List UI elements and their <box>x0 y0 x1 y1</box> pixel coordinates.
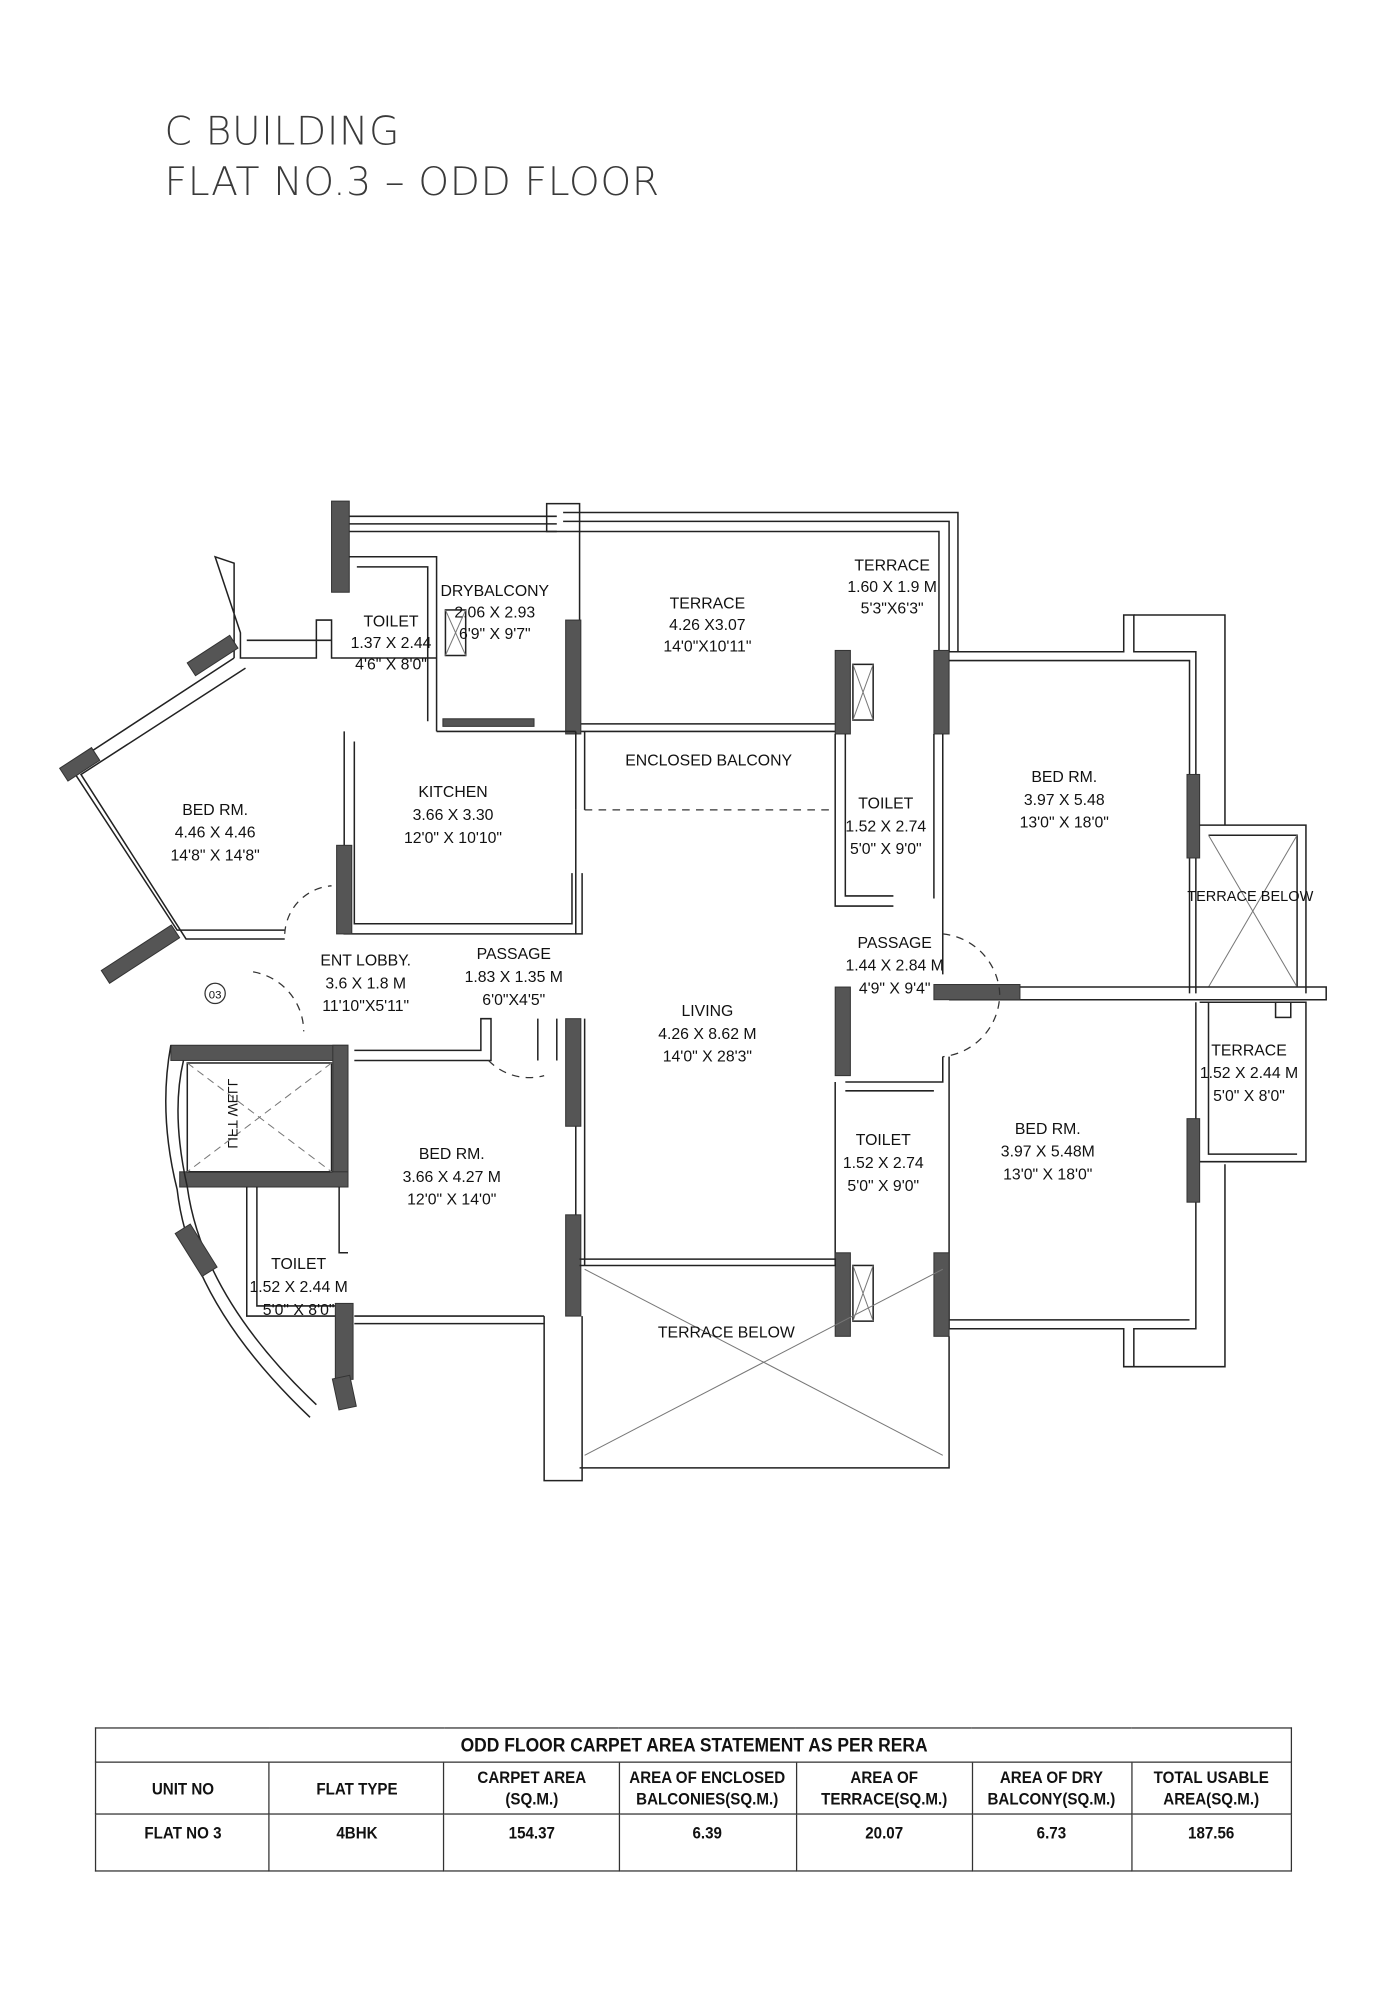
room-dims-metric: 4.26 X3.07 <box>669 617 745 634</box>
total-usable-area-cell: 187.56 <box>1137 1813 1286 1872</box>
room-dims-metric: 1.60 X 1.9 M <box>847 579 937 596</box>
room-dims-imperial: 13'0" X 18'0" <box>1003 1166 1092 1183</box>
area-statement-table: ODD FLOOR CARPET AREA STATEMENT AS PER R… <box>95 1727 1292 1872</box>
lift-well-label: LIFT WELL <box>225 1078 241 1148</box>
room-dims-metric: 3.6 X 1.8 M <box>325 975 406 992</box>
room-name: PASSAGE <box>858 935 932 952</box>
room-dims-imperial: 5'0" X 9'0" <box>847 1178 919 1195</box>
room-dims-imperial: 5'0" X 8'0" <box>1213 1088 1285 1105</box>
carpet-area-cell: 154.37 <box>450 1813 613 1872</box>
room-name: BED RM. <box>419 1146 485 1163</box>
table-title: ODD FLOOR CARPET AREA STATEMENT AS PER R… <box>142 1727 1245 1763</box>
room-dims-metric: 3.66 X 3.30 <box>413 807 494 824</box>
room-dims-metric: 3.66 X 4.27 M <box>403 1169 501 1186</box>
room-dims-imperial: 14'0" X 28'3" <box>663 1049 752 1066</box>
room-name: ENCLOSED BALCONY <box>625 753 792 770</box>
floor-plan: DRYBALCONY 2.06 X 2.93 6'9" X 9'7" TOILE… <box>58 500 1327 1482</box>
room-dims-metric: 1.52 X 2.44 M <box>249 1279 347 1296</box>
room-name: TOILET <box>364 613 419 630</box>
room-name: TERRACE <box>854 558 929 575</box>
room-dims-imperial: 14'8" X 14'8" <box>170 848 259 865</box>
room-labels: DRYBALCONY 2.06 X 2.93 6'9" X 9'7" TOILE… <box>170 558 1313 1342</box>
room-dims-metric: 4.46 X 4.46 <box>175 825 256 842</box>
unit-marker: 03 <box>209 989 222 1001</box>
room-name: BED RM. <box>1031 769 1097 786</box>
building-title: C BUILDING <box>164 108 401 155</box>
room-dims-imperial: 6'9" X 9'7" <box>459 626 531 643</box>
room-name: TOILET <box>271 1256 326 1273</box>
room-name: TERRACE BELOW <box>1187 889 1313 905</box>
room-dims-imperial: 13'0" X 18'0" <box>1020 815 1109 832</box>
room-dims-metric: 1.37 X 2.44 <box>351 635 432 652</box>
room-name: DRYBALCONY <box>441 583 550 600</box>
room-dims-imperial: 12'0" X 14'0" <box>407 1192 496 1209</box>
room-dims-imperial: 5'0" X 8'0" <box>263 1302 335 1319</box>
room-name: ENT LOBBY. <box>320 953 411 970</box>
room-name: LIVING <box>681 1003 733 1020</box>
room-dims-metric: 3.97 X 5.48 <box>1024 792 1105 809</box>
room-name: KITCHEN <box>418 784 487 801</box>
room-dims-imperial: 14'0"X10'11" <box>663 639 751 656</box>
header-cell: CARPET AREA(SQ.M.) <box>450 1761 613 1815</box>
room-dims-metric: 1.52 X 2.44 M <box>1200 1065 1298 1082</box>
room-dims-imperial: 5'3"X6'3" <box>861 601 924 618</box>
room-dims-metric: 2.06 X 2.93 <box>454 605 535 622</box>
room-dims-metric: 1.52 X 2.74 <box>845 818 926 835</box>
room-dims-imperial: 11'10"X5'11" <box>322 998 409 1015</box>
room-dims-metric: 3.97 X 5.48M <box>1001 1144 1095 1161</box>
room-name: PASSAGE <box>477 946 551 963</box>
room-dims-imperial: 4'9" X 9'4" <box>859 980 931 997</box>
enclosed-balcony-area-cell: 6.39 <box>625 1813 790 1872</box>
table-row: FLAT NO 3 4BHK 154.37 6.39 20.07 6.73 18… <box>96 1813 1292 1872</box>
room-name: TERRACE BELOW <box>658 1325 795 1342</box>
room-name: BED RM. <box>1015 1121 1081 1138</box>
room-dims-metric: 1.83 X 1.35 M <box>465 969 563 986</box>
terrace-area-cell: 20.07 <box>802 1813 967 1872</box>
walls <box>58 500 1327 1482</box>
room-dims-metric: 1.44 X 2.84 M <box>845 958 943 975</box>
room-dims-metric: 1.52 X 2.74 <box>843 1155 924 1172</box>
room-name: TOILET <box>858 796 913 813</box>
room-name: BED RM. <box>182 802 248 819</box>
room-name: TERRACE <box>1211 1042 1286 1059</box>
flat-type-cell: 4BHK <box>275 1813 438 1872</box>
room-name: TERRACE <box>670 596 745 613</box>
room-dims-imperial: 4'6" X 8'0" <box>355 656 427 673</box>
room-name: TOILET <box>856 1132 911 1149</box>
unit-no-cell: FLAT NO 3 <box>101 1813 263 1872</box>
header-cell: UNIT NO <box>101 1761 263 1815</box>
dry-balcony-area-cell: 6.73 <box>978 1813 1126 1872</box>
room-dims-metric: 4.26 X 8.62 M <box>658 1026 756 1043</box>
room-dims-imperial: 12'0" X 10'10" <box>404 830 502 847</box>
header-cell: FLAT TYPE <box>275 1761 438 1815</box>
table-header-row: UNIT NO FLAT TYPE CARPET AREA(SQ.M.) ARE… <box>96 1761 1292 1815</box>
flat-title: FLAT NO.3 – ODD FLOOR <box>164 159 660 206</box>
room-dims-imperial: 6'0"X4'5" <box>482 992 545 1009</box>
room-dims-imperial: 5'0" X 9'0" <box>850 841 922 858</box>
